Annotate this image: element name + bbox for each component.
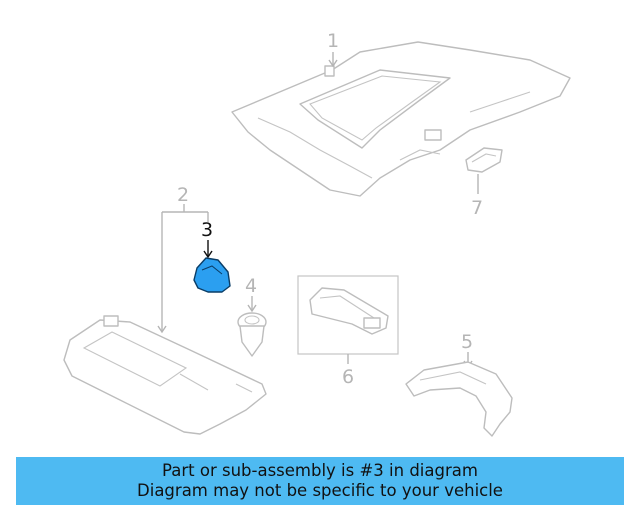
callout-7: 7 (471, 197, 483, 219)
leader-1 (328, 52, 338, 68)
bracket-part-3[interactable] (193, 257, 231, 293)
leader-4 (247, 296, 257, 313)
callout-2: 2 (177, 184, 189, 206)
caption-line-1: Part or sub-assembly is #3 in diagram (162, 461, 478, 480)
callout-1: 1 (327, 30, 339, 52)
clip-part-7[interactable] (465, 147, 503, 173)
leader-3 (203, 240, 213, 259)
bracket-part-6[interactable] (309, 287, 389, 335)
grab-handle-part-5[interactable] (405, 361, 513, 437)
sun-visor-part-2[interactable] (63, 315, 267, 435)
caption-banner: Part or sub-assembly is #3 in diagram Di… (16, 457, 624, 505)
leader-2 (157, 204, 209, 334)
callout-6: 6 (342, 366, 354, 388)
caption-line-2: Diagram may not be specific to your vehi… (137, 481, 503, 500)
callout-4: 4 (245, 275, 257, 297)
callout-3: 3 (201, 219, 213, 241)
callout-5: 5 (461, 331, 473, 353)
hook-part-4[interactable] (237, 312, 267, 357)
headliner-part-1[interactable] (231, 41, 571, 197)
